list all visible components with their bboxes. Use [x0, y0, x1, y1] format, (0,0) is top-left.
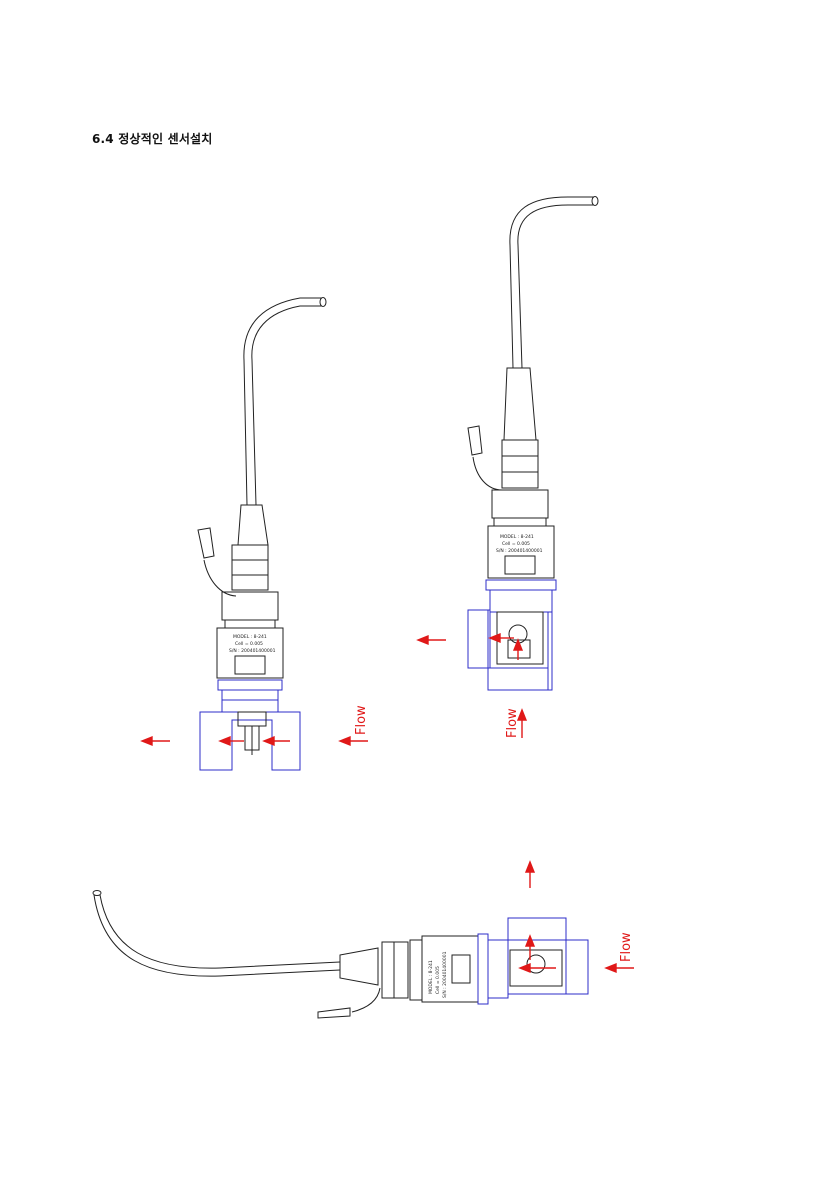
- flow-arrow-inside: [218, 735, 290, 747]
- sensor-cell-text: Cell = 0.005: [235, 641, 263, 647]
- tee-union: [217, 679, 283, 691]
- sensor-coupling: [221, 591, 279, 621]
- protective-cap: [197, 527, 215, 559]
- sensor-cable: [251, 305, 322, 506]
- sensor-probe: [237, 711, 267, 727]
- sensor-serial-text: S/N : 200401400001: [229, 648, 276, 654]
- sensor-model-text: MODEL : 8-241: [233, 634, 267, 640]
- sensor-window: [234, 655, 266, 675]
- flow-arrow-inlet: [338, 735, 368, 747]
- sensor-body: [216, 627, 284, 679]
- section-heading: 6.4 정상적인 센서설치: [92, 132, 213, 146]
- flow-label: Flow: [354, 705, 369, 735]
- tee-pipe: [199, 711, 301, 771]
- connector-nut: [231, 544, 269, 591]
- strain-relief: [237, 504, 269, 546]
- flow-arrow-outlet: [140, 735, 170, 747]
